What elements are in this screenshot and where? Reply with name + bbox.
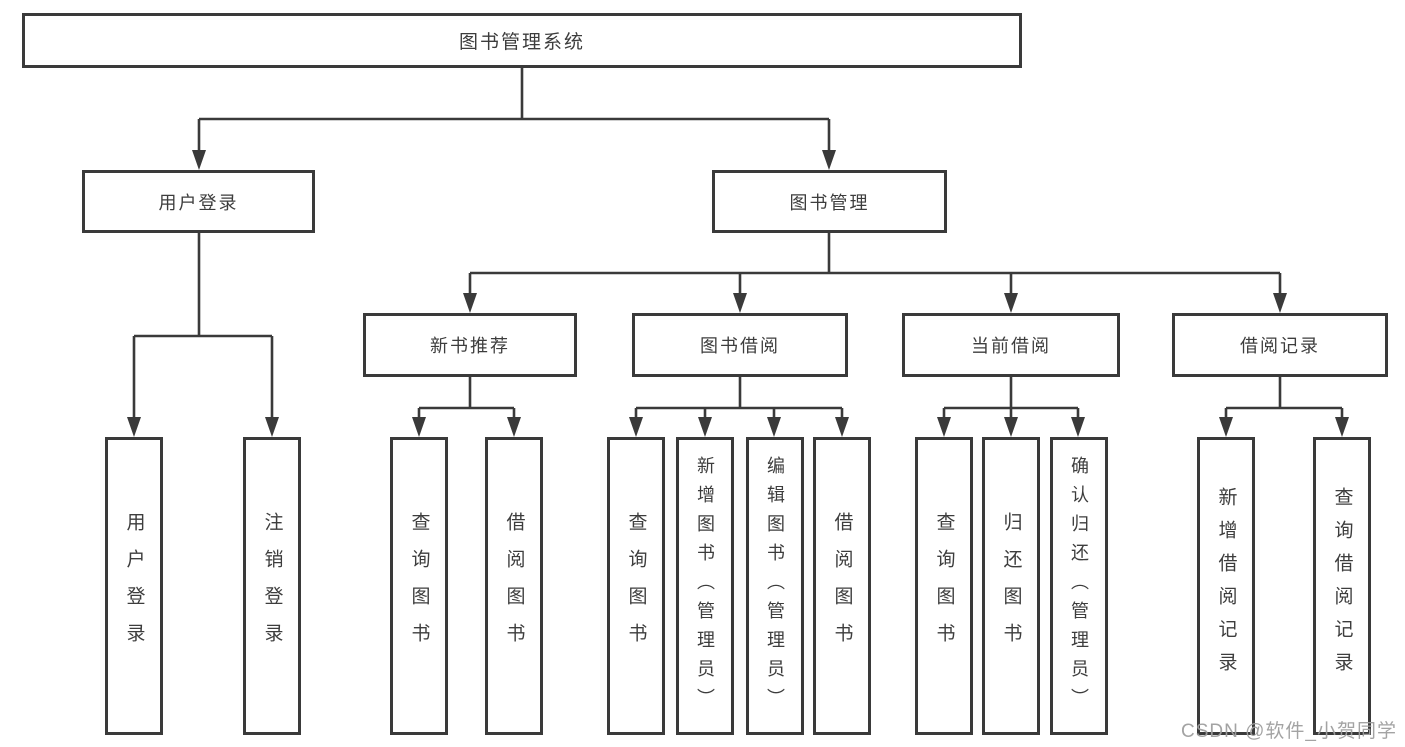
leaf-return-book: 归还图书	[982, 437, 1040, 735]
leaf-borrow-books-recommend-label: 借阅图书	[503, 512, 525, 660]
node-new-book-recommendation: 新书推荐	[363, 313, 577, 377]
leaf-return-book-label: 归还图书	[1000, 512, 1022, 660]
leaf-query-books-current: 查询图书	[915, 437, 973, 735]
leaf-borrow-books-recommend: 借阅图书	[485, 437, 543, 735]
node-book-borrowing-label: 图书借阅	[700, 336, 780, 356]
leaf-query-books-recommend-label: 查询图书	[408, 512, 430, 660]
tree-edges	[132, 68, 1344, 419]
node-borrowing-records-label: 借阅记录	[1240, 336, 1320, 356]
node-book-management: 图书管理	[712, 170, 947, 233]
leaf-edit-book-admin: 编辑图书（管理员）	[746, 437, 804, 735]
leaf-query-books-current-label: 查询图书	[933, 512, 955, 660]
node-current-borrowing: 当前借阅	[902, 313, 1120, 377]
leaf-query-books-recommend: 查询图书	[390, 437, 448, 735]
csdn-watermark: CSDN @软件_小贺同学	[1181, 721, 1397, 742]
node-new-book-recommendation-label: 新书推荐	[430, 336, 510, 356]
node-borrowing-records: 借阅记录	[1172, 313, 1388, 377]
leaf-query-borrow-record-label: 查询借阅记录	[1331, 487, 1353, 685]
leaf-logout-label: 注销登录	[261, 512, 283, 660]
leaf-confirm-return-admin-label: 确认归还（管理员）	[1069, 455, 1089, 717]
leaf-user-login: 用户登录	[105, 437, 163, 735]
leaf-add-borrow-record: 新增借阅记录	[1197, 437, 1255, 735]
node-user-login-label: 用户登录	[158, 192, 239, 213]
leaf-borrow-books: 借阅图书	[813, 437, 871, 735]
node-library-management-system-label: 图书管理系统	[458, 32, 585, 53]
leaf-logout: 注销登录	[243, 437, 301, 735]
node-book-borrowing: 图书借阅	[632, 313, 848, 377]
leaf-add-book-admin-label: 新增图书（管理员）	[695, 455, 715, 717]
node-library-management-system: 图书管理系统	[22, 13, 1022, 68]
leaf-query-books-borrow: 查询图书	[607, 437, 665, 735]
node-user-login: 用户登录	[82, 170, 315, 233]
leaf-query-borrow-record: 查询借阅记录	[1313, 437, 1371, 735]
leaf-add-book-admin: 新增图书（管理员）	[676, 437, 734, 735]
leaf-user-login-label: 用户登录	[123, 512, 145, 660]
leaf-edit-book-admin-label: 编辑图书（管理员）	[765, 455, 785, 717]
node-book-management-label: 图书管理	[789, 192, 870, 213]
arrowheads	[127, 150, 1349, 437]
leaf-query-books-borrow-label: 查询图书	[625, 512, 647, 660]
leaf-borrow-books-label: 借阅图书	[831, 512, 853, 660]
node-current-borrowing-label: 当前借阅	[971, 336, 1051, 356]
leaf-confirm-return-admin: 确认归还（管理员）	[1050, 437, 1108, 735]
leaf-add-borrow-record-label: 新增借阅记录	[1215, 487, 1237, 685]
